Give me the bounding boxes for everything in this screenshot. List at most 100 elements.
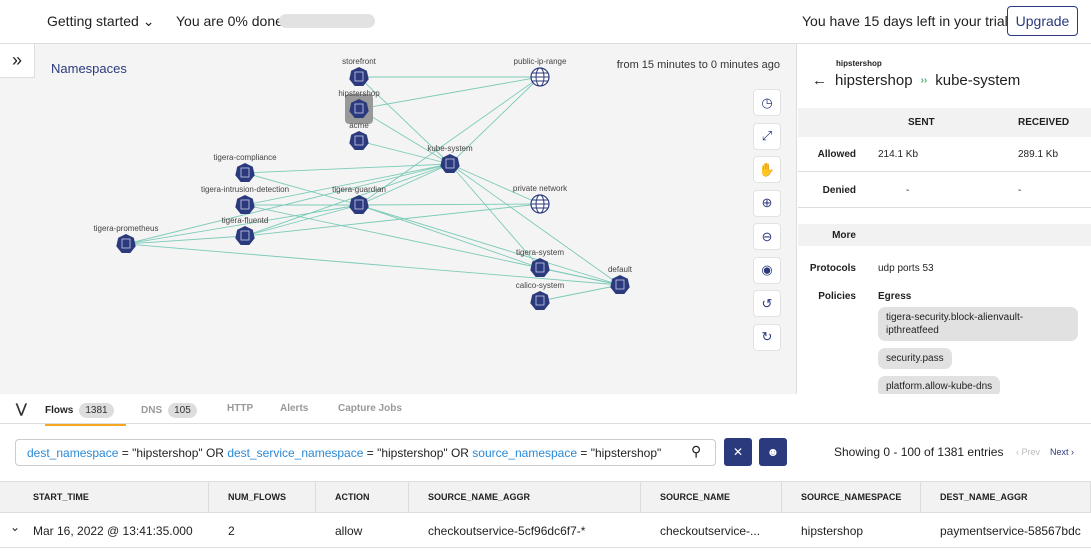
search-icon[interactable]: ⚲ <box>691 443 702 459</box>
close-icon: ✕ <box>732 445 744 459</box>
upgrade-button[interactable]: Upgrade <box>1007 6 1078 36</box>
edge-kube-system-private network[interactable] <box>449 163 541 205</box>
column-header[interactable]: SOURCE_NAMESPACE <box>782 482 921 512</box>
query-token: = "hipstershop" <box>577 446 662 460</box>
node-label: public-ip-range <box>514 57 567 66</box>
edge-tigera-system-default[interactable] <box>539 267 621 286</box>
graph-toolbar: ◷ ⤢ ✋ ⊕ ⊖ ◉ ↺ ↻ <box>753 89 781 357</box>
edge-hipstershop-public-ip-range[interactable] <box>358 76 541 110</box>
edge-kube-system-public-ip-range[interactable] <box>449 76 541 165</box>
edge-tigera-fluentd-tigera-guardian[interactable] <box>244 204 360 237</box>
edge-tigera-intrusion-detection-kube-system[interactable] <box>244 163 451 206</box>
edge-tigera-prometheus-tigera-fluentd[interactable] <box>125 235 246 245</box>
collapse-icon[interactable]: ⋁ <box>16 401 27 416</box>
edge-storefront-kube-system[interactable] <box>358 76 451 165</box>
node-tigera-prometheus[interactable]: tigera-prometheus <box>94 224 159 253</box>
pan-icon: ✋ <box>758 161 776 177</box>
tab-alerts[interactable]: Alerts <box>280 403 309 414</box>
edge-tigera-guardian-kube-system[interactable] <box>358 163 451 206</box>
clear-button[interactable]: ✕ <box>724 438 752 466</box>
node-calico-system[interactable]: calico-system <box>516 281 565 310</box>
query-token: = "hipstershop" OR <box>118 446 228 460</box>
namespace-icon <box>235 163 255 182</box>
prev-button[interactable]: ‹ Prev <box>1016 447 1041 457</box>
edge-tigera-compliance-kube-system[interactable] <box>244 163 451 174</box>
node-storefront[interactable]: storefront <box>342 57 377 86</box>
denied-row: Denied-- <box>798 173 1091 208</box>
node-tigera-intrusion-detection[interactable]: tigera-intrusion-detection <box>201 185 289 214</box>
column-header[interactable]: START_TIME <box>0 482 209 512</box>
fit-button[interactable]: ⤢ <box>753 122 781 150</box>
policy-chip[interactable]: security.pass <box>878 348 952 369</box>
column-header[interactable]: SOURCE_NAME <box>641 482 782 512</box>
node-acme[interactable]: acme <box>349 121 369 150</box>
namespace-icon <box>349 99 369 118</box>
node-label: tigera-guardian <box>332 185 386 194</box>
edge-acme-kube-system[interactable] <box>358 140 451 165</box>
eye-icon: ◉ <box>761 262 773 277</box>
node-private-network[interactable]: private network <box>513 184 568 214</box>
table-cell: allow <box>335 523 363 538</box>
back-arrow-icon[interactable]: ← <box>812 72 827 89</box>
namespace-icon <box>235 195 255 214</box>
edge-kube-system-tigera-system[interactable] <box>449 163 541 269</box>
edge-tigera-prometheus-tigera-guardian[interactable] <box>125 204 360 245</box>
clock-button[interactable]: ◷ <box>753 89 781 116</box>
node-label: kube-system <box>427 144 473 153</box>
column-header[interactable]: NUM_FLOWS <box>209 482 316 512</box>
user-settings-button[interactable]: ☻ <box>759 438 787 466</box>
pan-button[interactable]: ✋ <box>753 156 781 183</box>
query-input[interactable]: dest_namespace = "hipstershop" OR dest_s… <box>15 439 716 466</box>
edge-tigera-fluentd-private network[interactable] <box>244 203 541 237</box>
edge-hipstershop-kube-system[interactable] <box>358 108 451 165</box>
zoom-out-button[interactable]: ⊖ <box>753 223 781 250</box>
column-header[interactable]: SOURCE_NAME_AGGR <box>409 482 641 512</box>
edge-tigera-prometheus-kube-system[interactable] <box>125 163 451 245</box>
node-label: tigera-prometheus <box>94 224 159 233</box>
node-tigera-guardian[interactable]: tigera-guardian <box>332 185 386 214</box>
node-kube-system[interactable]: kube-system <box>427 144 473 173</box>
edge-tigera-guardian-private network[interactable] <box>358 203 541 206</box>
refresh-button[interactable]: ↻ <box>753 323 781 351</box>
column-header[interactable]: ACTION <box>316 482 409 512</box>
eye-button[interactable]: ◉ <box>753 256 781 284</box>
edge-tigera-fluentd-kube-system[interactable] <box>244 163 451 237</box>
edge-tigera-compliance-tigera-guardian[interactable] <box>244 172 360 206</box>
edge-tigera-guardian-default[interactable] <box>358 204 621 286</box>
tab-capture-jobs[interactable]: Capture Jobs <box>338 403 402 414</box>
progress-text: You are 0% done <box>176 13 283 29</box>
graph-title: Namespaces <box>51 61 127 76</box>
edge-calico-system-default[interactable] <box>539 284 621 302</box>
time-range[interactable]: from 15 minutes to 0 minutes ago <box>616 59 780 71</box>
policy-chip[interactable]: tigera-security.block-alienvault-ipthrea… <box>878 307 1078 341</box>
undo-button[interactable]: ↺ <box>753 290 781 317</box>
node-label: tigera-system <box>516 248 564 257</box>
node-default[interactable]: default <box>608 265 633 294</box>
getting-started-dropdown[interactable]: Getting started ⌄ <box>47 13 155 29</box>
column-header[interactable]: DEST_NAME_AGGR <box>921 482 1091 512</box>
zoom-out-icon: ⊖ <box>761 228 773 244</box>
node-tigera-fluentd[interactable]: tigera-fluentd <box>222 216 269 245</box>
expand-row-icon[interactable]: ⌄ <box>10 520 21 534</box>
tab-http[interactable]: HTTP <box>227 403 254 414</box>
edge-kube-system-default[interactable] <box>449 163 621 286</box>
expand-sidebar-button[interactable]: » <box>0 44 35 78</box>
node-public-ip-range[interactable]: public-ip-range <box>514 57 567 87</box>
node-tigera-system[interactable]: tigera-system <box>516 248 564 277</box>
edge-tigera-guardian-tigera-system[interactable] <box>358 204 541 269</box>
node-tigera-compliance[interactable]: tigera-compliance <box>213 153 277 182</box>
edge-tigera-guardian-public-ip-range[interactable] <box>358 76 541 206</box>
zoom-in-button[interactable]: ⊕ <box>753 189 781 217</box>
node-hipstershop[interactable]: hipstershop <box>338 89 380 124</box>
next-button[interactable]: Next › <box>1050 447 1075 457</box>
edge-tigera-prometheus-default[interactable] <box>125 243 621 286</box>
policy-chip[interactable]: platform.allow-kube-dns <box>878 376 1001 394</box>
node-label: tigera-compliance <box>213 153 277 162</box>
